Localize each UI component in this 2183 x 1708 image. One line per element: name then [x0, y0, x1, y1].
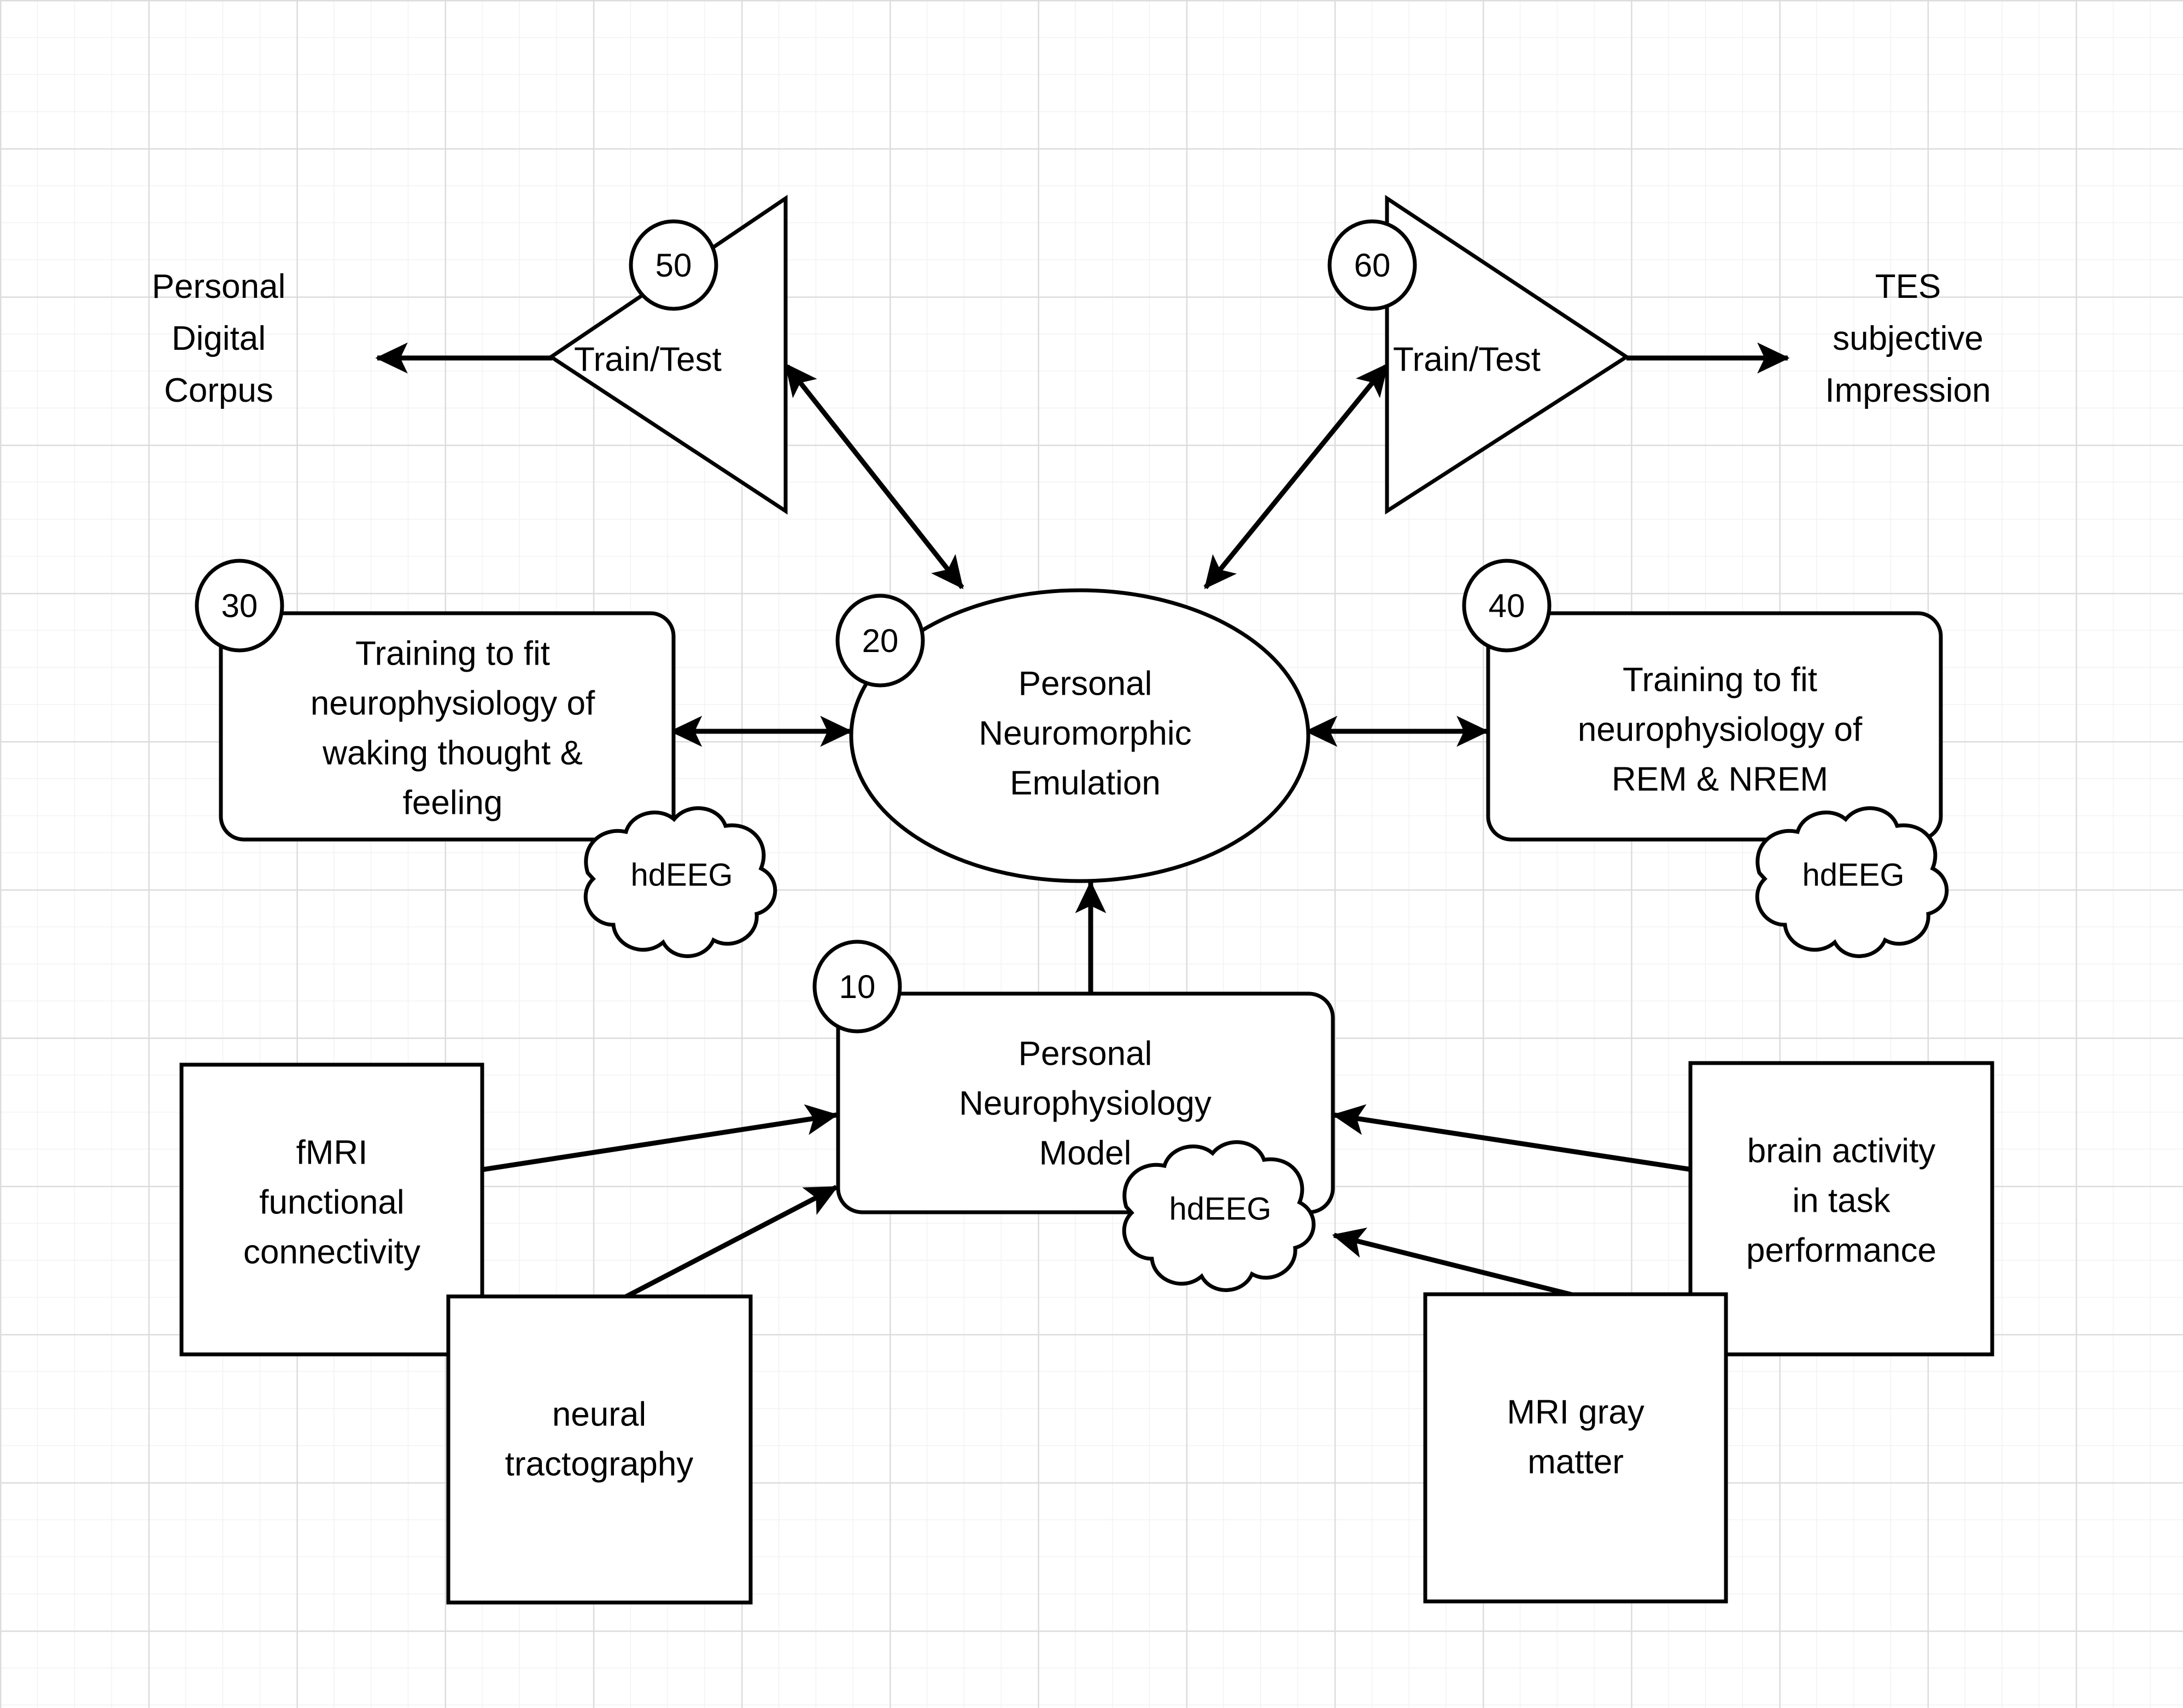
node-neural-tractography[interactable]: neural tractography [446, 1294, 753, 1605]
digital-corpus-line-1: Personal [152, 268, 286, 306]
node-gate-60-train-test[interactable]: Train/Test 60 [1327, 195, 1630, 515]
edge-gray-matter-to-model [1332, 1228, 1587, 1301]
digital-corpus-line-3: Corpus [164, 372, 273, 409]
tes-line-3: Impression [1825, 372, 1991, 409]
gray-matter-box[interactable] [1423, 1292, 1728, 1604]
emulation-line-3: Emulation [1010, 764, 1161, 802]
fmri-line-1: fMRI [296, 1134, 368, 1171]
tes-line-2: subjective [1833, 320, 1983, 357]
gray-matter-line-2: matter [1527, 1443, 1624, 1481]
model-line-3: Model [1039, 1134, 1132, 1172]
node-fmri-functional-connectivity[interactable]: fMRI functional connectivity [179, 1063, 484, 1357]
node-gate-50-train-test[interactable]: Train/Test 50 [547, 195, 788, 515]
training-waking-tag-text: 30 [221, 588, 258, 624]
edge-gate50-to-emulation [785, 363, 964, 589]
node-training-rem-nrem[interactable]: Training to fit neurophysiology of REM &… [1462, 559, 1943, 842]
training-waking-box[interactable] [219, 611, 676, 842]
model-tag-text: 10 [839, 969, 876, 1005]
emulation-tag-circle [835, 594, 925, 688]
cloud-hdeeg-sleep: hdEEG [1755, 806, 1949, 958]
brain-activity-line-3: performance [1746, 1231, 1936, 1269]
training-sleep-tag-text: 40 [1489, 588, 1525, 624]
training-waking-line-4: feeling [403, 784, 503, 821]
cloud-hdeeg-model-shape [1122, 1140, 1316, 1292]
training-sleep-tag-circle [1462, 559, 1552, 653]
fmri-line-3: connectivity [243, 1233, 420, 1271]
cloud-hdeeg-sleep-label: hdEEG [1802, 857, 1905, 893]
model-line-1: Personal [1019, 1035, 1152, 1072]
cloud-hdeeg-sleep-shape [1755, 806, 1949, 958]
gate-50-label: Train/Test [574, 341, 722, 378]
training-waking-line-2: neurophysiology of [311, 684, 595, 722]
edge-fmri-to-model [482, 1104, 839, 1172]
fmri-line-2: functional [259, 1183, 404, 1221]
cloud-hdeeg-waking-shape [583, 806, 777, 958]
brain-activity-line-2: in task [1792, 1182, 1891, 1219]
training-sleep-line-1: Training to fit [1623, 661, 1817, 699]
model-tag-circle [812, 940, 902, 1034]
node-mri-gray-matter[interactable]: MRI gray matter [1423, 1292, 1728, 1604]
training-waking-line-1: Training to fit [355, 635, 550, 672]
gate-60-label: Train/Test [1393, 341, 1541, 378]
digital-corpus-line-2: Digital [172, 320, 266, 357]
training-sleep-box[interactable] [1486, 611, 1943, 842]
gate-50-tag-text: 50 [656, 247, 692, 284]
tractography-line-1: neural [552, 1395, 646, 1433]
training-sleep-line-2: neurophysiology of [1578, 711, 1863, 748]
edge-tractography-to-model [622, 1185, 839, 1300]
training-waking-tag-circle [195, 559, 284, 653]
node-personal-neuromorphic-emulation[interactable]: Personal Neuromorphic Emulation 20 [835, 588, 1310, 883]
cloud-hdeeg-model: hdEEG [1122, 1140, 1316, 1292]
tractography-box[interactable] [446, 1294, 753, 1605]
label-tes-subjective-impression: TES subjective Impression [1825, 268, 1991, 409]
training-waking-line-3: waking thought & [322, 734, 583, 772]
emulation-tag-text: 20 [862, 623, 899, 659]
node-training-waking-thought[interactable]: Training to fit neurophysiology of wakin… [195, 559, 676, 842]
label-personal-digital-corpus: Personal Digital Corpus [152, 268, 286, 409]
brain-activity-line-1: brain activity [1747, 1132, 1936, 1170]
tes-line-1: TES [1875, 268, 1941, 306]
gate-60-tag-circle [1327, 219, 1417, 311]
cloud-hdeeg-waking: hdEEG [583, 806, 777, 958]
gate-50-tag-circle [629, 219, 718, 311]
gate-60-tag-text: 60 [1354, 247, 1391, 284]
edge-gate60-to-emulation [1203, 363, 1389, 589]
emulation-line-1: Personal [1019, 665, 1152, 702]
cloud-hdeeg-model-label: hdEEG [1169, 1191, 1272, 1226]
model-line-2: Neurophysiology [959, 1084, 1212, 1122]
tractography-line-2: tractography [505, 1445, 694, 1483]
node-brain-activity-task-performance[interactable]: brain activity in task performance [1688, 1061, 1994, 1357]
gate-60-triangle[interactable] [1385, 195, 1630, 515]
edge-brain-activity-to-model [1332, 1104, 1693, 1172]
fmri-box[interactable] [179, 1063, 484, 1357]
brain-activity-box[interactable] [1688, 1061, 1994, 1357]
cloud-hdeeg-waking-label: hdEEG [631, 857, 733, 893]
emulation-ellipse[interactable] [849, 588, 1310, 883]
emulation-line-2: Neuromorphic [979, 714, 1191, 752]
gray-matter-line-1: MRI gray [1507, 1393, 1644, 1431]
training-sleep-line-3: REM & NREM [1612, 760, 1828, 798]
